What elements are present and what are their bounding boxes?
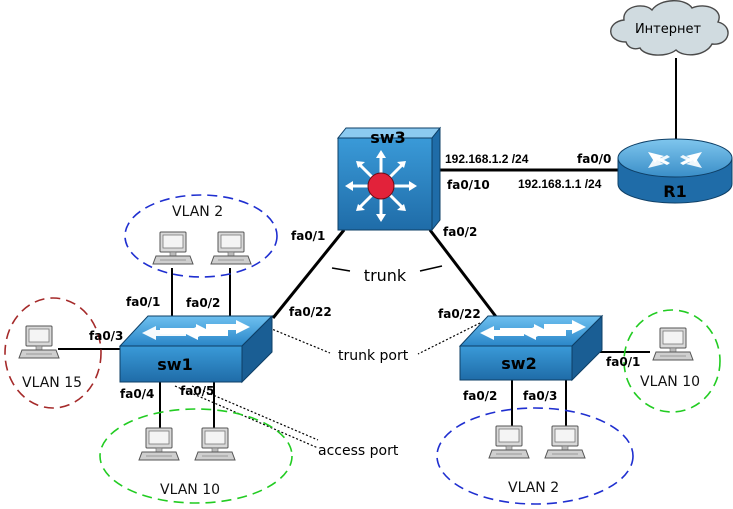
- sw3-ip-label: 192.168.1.2 /24: [445, 152, 529, 166]
- sw2-port-fa0-3: fa0/3: [523, 389, 557, 403]
- pc-vlan10-sw1-a[interactable]: [138, 427, 180, 461]
- sw1-port-fa0-1: fa0/1: [126, 295, 160, 309]
- router-ip-label: 192.168.1.1 /24: [518, 177, 602, 191]
- vlan10-sw2-label: VLAN 10: [640, 374, 700, 390]
- access-port-label: access port: [318, 443, 399, 459]
- router-arrows-icon: [648, 152, 702, 168]
- pc-vlan2-sw1-a[interactable]: [152, 231, 194, 265]
- router-port-label: fa0/0: [577, 152, 611, 166]
- l3-switch-icon: [345, 150, 417, 222]
- vlan2-sw2-zone: [436, 407, 634, 505]
- sw1-name: sw1: [157, 355, 192, 374]
- vlan10-sw1-zone: [99, 408, 293, 504]
- sw3-port-to-sw1: fa0/1: [291, 229, 325, 243]
- trunk-port-label: trunk port: [338, 348, 409, 364]
- cables: [58, 58, 677, 428]
- vlan10-sw1-label: VLAN 10: [160, 482, 220, 498]
- pc-vlan2-sw1-b[interactable]: [210, 231, 252, 265]
- router-name: R1: [663, 182, 686, 201]
- pc-vlan2-sw2-b[interactable]: [544, 425, 586, 459]
- sw1-port-fa0-5: fa0/5: [180, 384, 214, 398]
- sw3-name: sw3: [370, 128, 405, 147]
- vlan15-zone: [4, 297, 102, 409]
- sw2-port-fa0-2: fa0/2: [463, 389, 497, 403]
- pc-vlan10-sw2[interactable]: [652, 327, 694, 361]
- pc-vlan15[interactable]: [18, 325, 60, 359]
- dotted-leaders: [174, 322, 481, 449]
- internet-cloud-icon: Интернет: [610, 0, 729, 56]
- switch-sw3[interactable]: sw3: [336, 126, 442, 232]
- sw1-port-fa0-22: fa0/22: [289, 305, 332, 319]
- sw1-port-fa0-3: fa0/3: [89, 329, 123, 343]
- sw3-uplink-port-label: fa0/10: [447, 178, 490, 192]
- vlan-zones: [4, 194, 721, 505]
- switch-arrows-icon: [142, 320, 250, 340]
- pc-vlan10-sw1-b[interactable]: [194, 427, 236, 461]
- sw2-name: sw2: [501, 354, 536, 373]
- trunk-label: trunk: [364, 266, 407, 285]
- sw2-port-fa0-1: fa0/1: [606, 355, 640, 369]
- switch-sw2[interactable]: sw2: [458, 314, 604, 382]
- vlan10-sw2-zone: [623, 309, 721, 413]
- router-r1[interactable]: R1: [617, 138, 733, 204]
- pc-vlan2-sw2-a[interactable]: [488, 425, 530, 459]
- vlan15-label: VLAN 15: [22, 375, 82, 391]
- vlan2-sw1-label: VLAN 2: [172, 204, 223, 220]
- sw1-port-fa0-4: fa0/4: [120, 387, 154, 401]
- switch-sw1[interactable]: sw1: [118, 314, 274, 384]
- sw3-port-to-sw2: fa0/2: [443, 225, 477, 239]
- internet-label: Интернет: [635, 22, 702, 37]
- vlan2-sw2-label: VLAN 2: [508, 480, 559, 496]
- switch-arrows-icon: [480, 320, 586, 340]
- sw2-port-fa0-22: fa0/22: [438, 307, 481, 321]
- sw1-port-fa0-2: fa0/2: [186, 296, 220, 310]
- vlan2-sw1-zone: [124, 194, 278, 278]
